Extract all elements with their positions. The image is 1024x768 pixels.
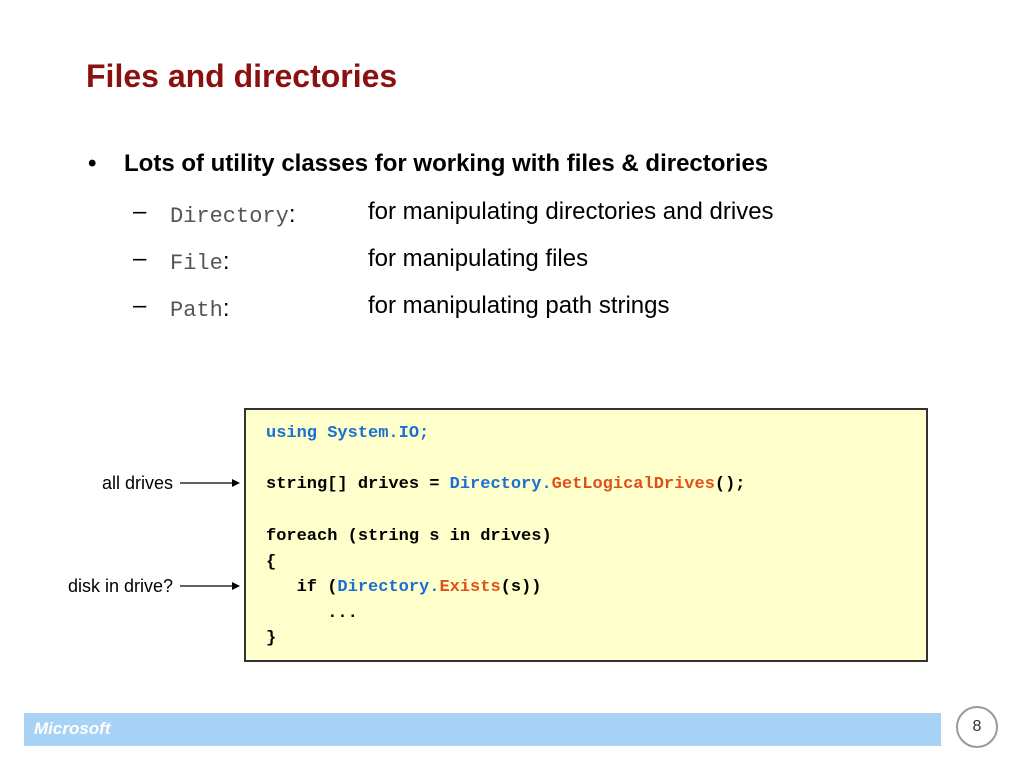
code-method: GetLogicalDrives	[551, 475, 715, 494]
code-line-2: string[] drives = Directory.GetLogicalDr…	[266, 475, 746, 494]
class-name: Path	[170, 298, 223, 323]
colon: :	[222, 295, 230, 322]
class-name: Directory	[170, 204, 289, 229]
code-line-5: if (Directory.Exists(s))	[266, 578, 542, 597]
sub-dash: –	[133, 245, 147, 272]
code-line-6: ...	[266, 604, 358, 623]
code-text: ();	[714, 475, 746, 494]
code-method: Exists	[439, 578, 501, 597]
code-text: (s))	[500, 578, 542, 597]
sub-desc: for manipulating directories and drives	[368, 198, 774, 225]
sub-dash: –	[133, 198, 147, 225]
sub-dash: –	[133, 292, 147, 319]
code-line-3: foreach (string s in drives)	[266, 527, 552, 546]
footer-bar: Microsoft	[24, 713, 941, 746]
colon: :	[222, 248, 230, 275]
sub-desc: for manipulating path strings	[368, 292, 670, 319]
using-statement: using System.IO;	[266, 424, 430, 443]
footer-brand: Microsoft	[34, 719, 111, 738]
code-line-4: {	[266, 553, 277, 572]
code-text: string[] drives =	[266, 475, 450, 494]
arrow-disk-in-drive	[180, 582, 240, 590]
sub-desc: for manipulating files	[368, 245, 589, 272]
class-name: File	[170, 251, 223, 276]
code-box: using System.IO; string[] drives = Direc…	[244, 408, 928, 662]
colon: :	[288, 201, 296, 228]
page-number: 8	[956, 706, 998, 748]
code-class: Directory.	[449, 475, 552, 494]
code-text: if (	[266, 578, 338, 597]
annotation-all-drives: all drives	[101, 473, 173, 493]
code-line-7: }	[266, 629, 277, 648]
slide-title: Files and directories	[86, 58, 398, 94]
sub-code: File:	[170, 248, 229, 276]
annotation-disk-in-drive: disk in drive?	[67, 576, 173, 596]
sub-code: Path:	[170, 295, 229, 323]
bullet-text: Lots of utility classes for working with…	[124, 150, 769, 177]
bullet-marker: •	[88, 150, 97, 177]
arrow-all-drives	[180, 479, 240, 487]
code-line-1: using System.IO;	[266, 424, 429, 443]
sub-code: Directory:	[170, 201, 296, 229]
code-class: Directory.	[337, 578, 440, 597]
